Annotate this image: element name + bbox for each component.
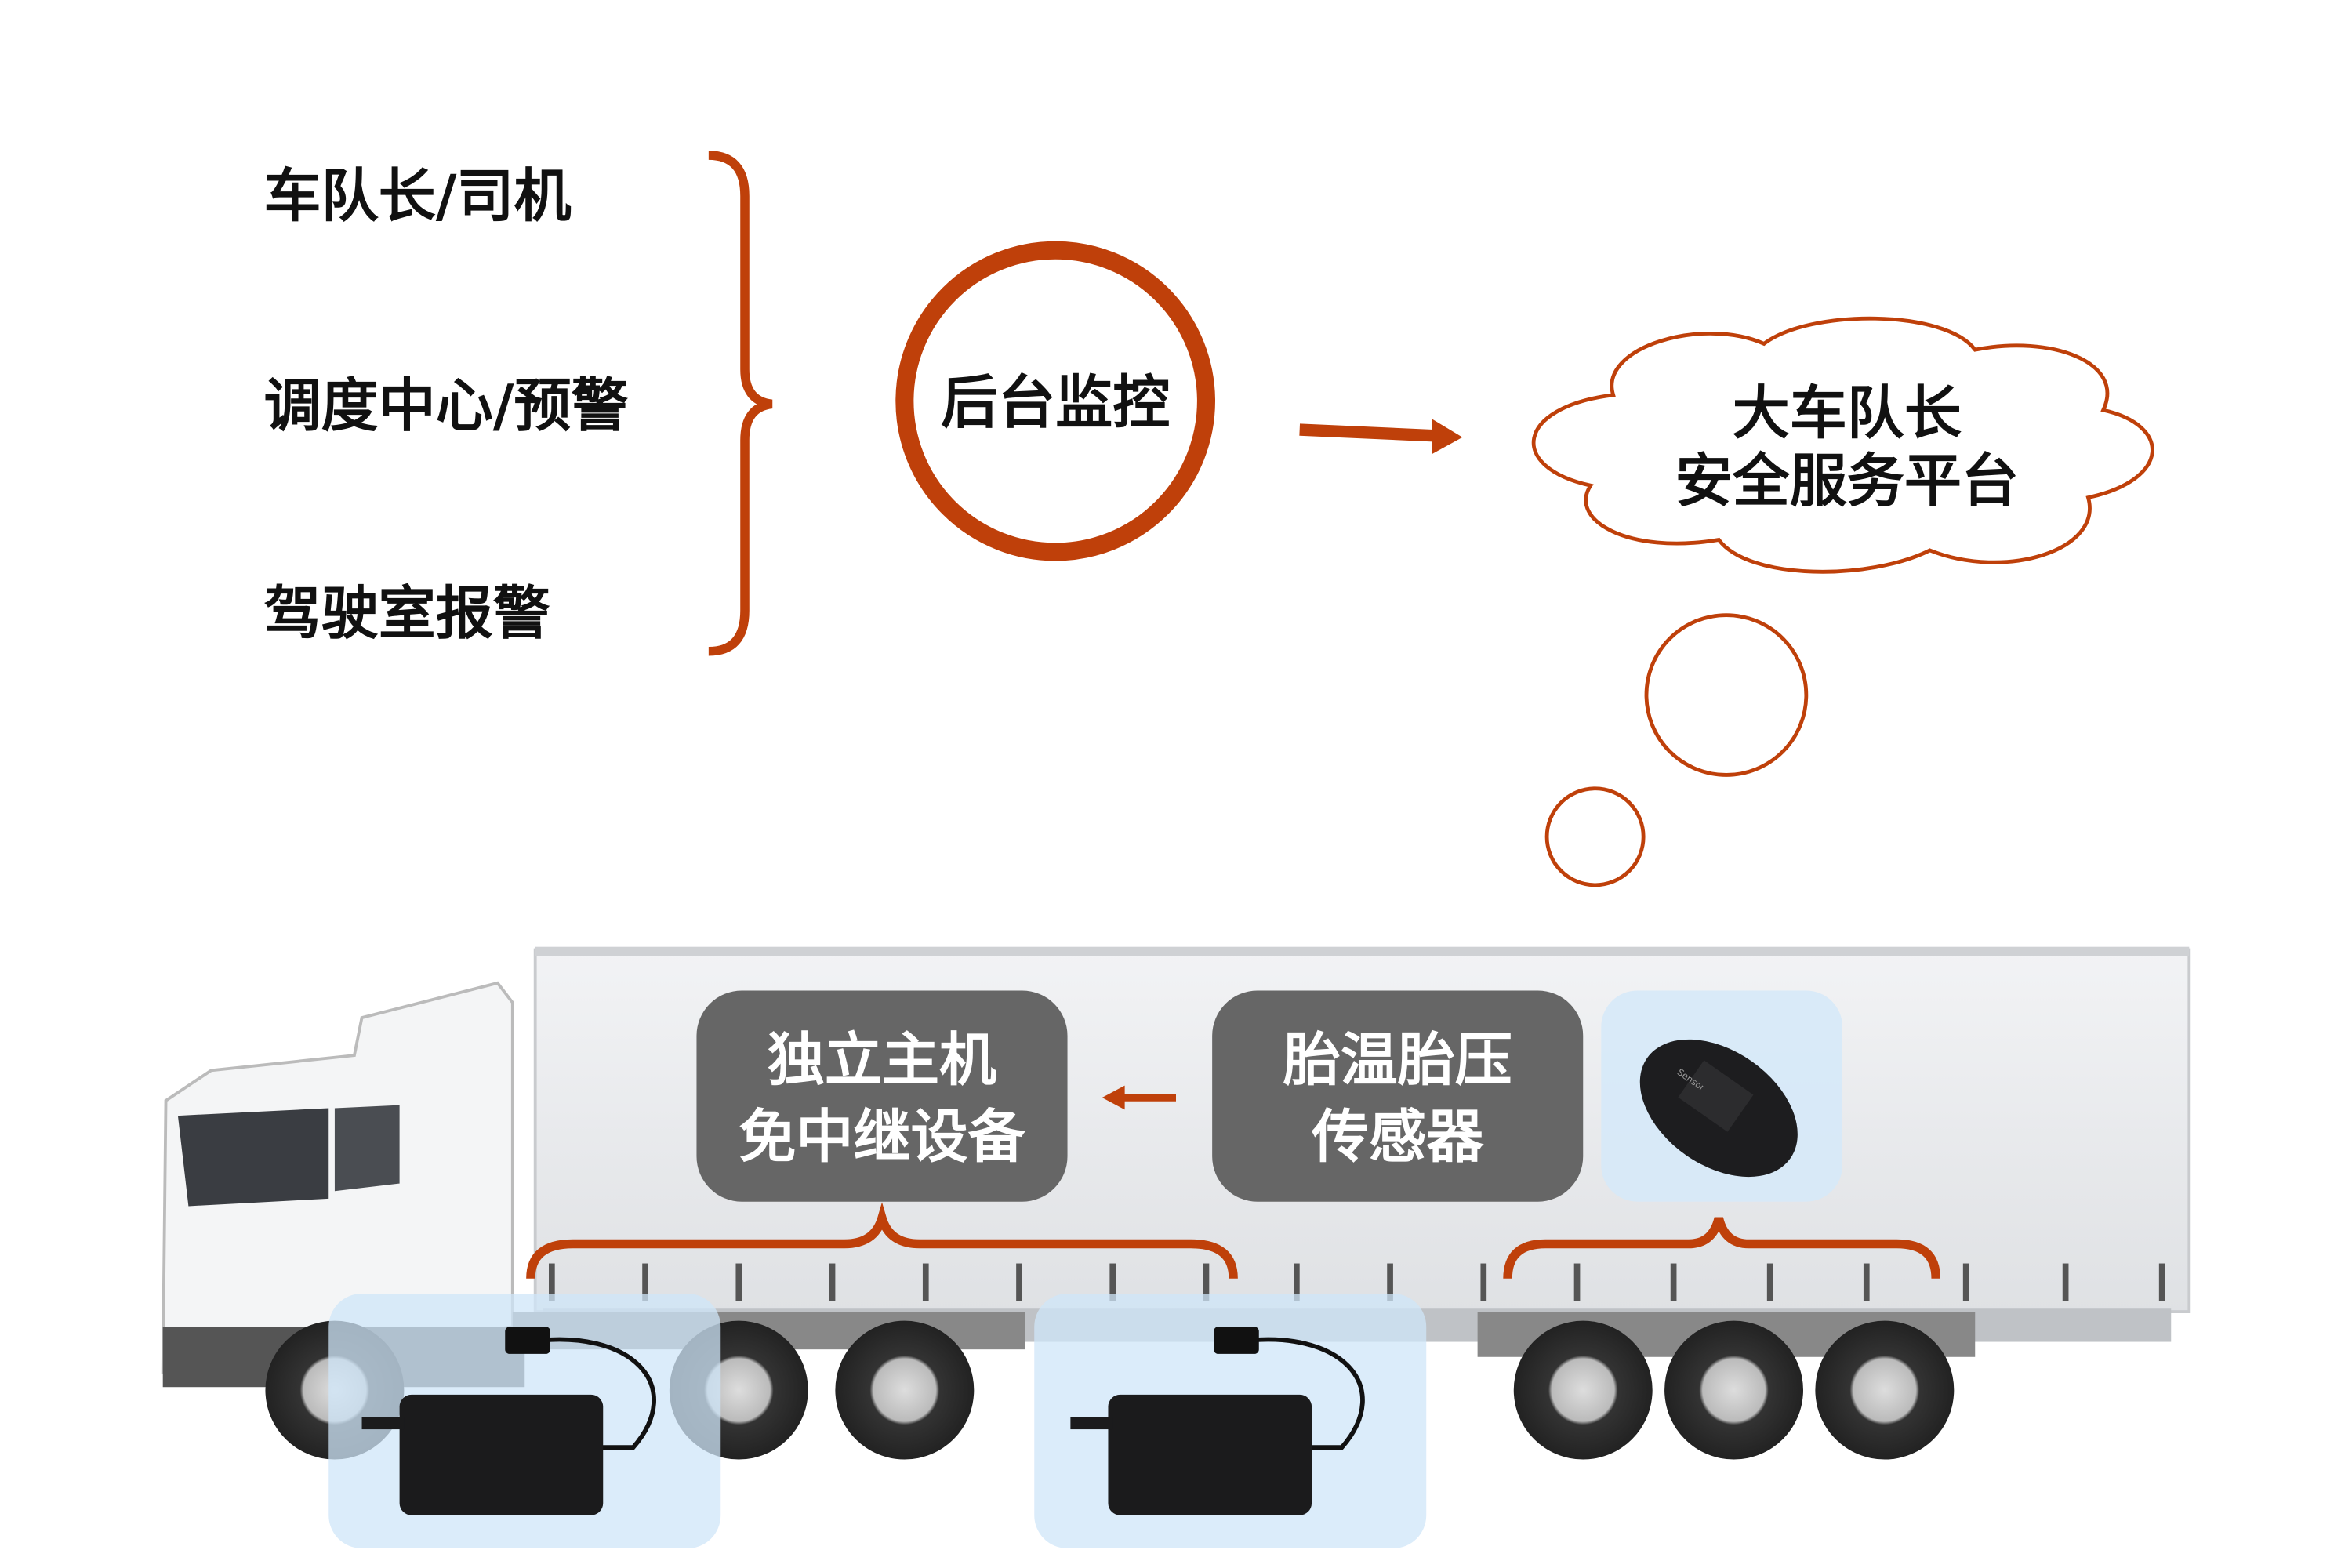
thought-bubble-large — [1644, 613, 1809, 777]
platform-name-line2: 安全服务平台 — [1675, 448, 2019, 514]
role-cab-alarm: 驾驶室报警 — [264, 581, 550, 648]
sensor-box — [1212, 990, 1584, 1202]
arrow-right-icon — [1299, 419, 1463, 454]
tpms-sensor-device: Sensor — [1639, 1039, 1798, 1178]
host-device-2 — [1070, 1327, 1365, 1515]
backend-monitor-label: 后台监控 — [941, 369, 1170, 436]
sensor-box-line1: 胎温胎压 — [1283, 1027, 1512, 1094]
host-box-line2: 免中继设备 — [739, 1104, 1025, 1171]
host-box — [696, 990, 1068, 1202]
arrow-left-icon — [1102, 1085, 1176, 1110]
host-box-line1: 独立主机 — [768, 1027, 996, 1094]
host-device-1 — [361, 1327, 656, 1515]
thought-bubble-small — [1544, 786, 1646, 887]
right-brace — [708, 151, 773, 656]
platform-name-line1: 大车队长 — [1733, 380, 1962, 447]
sensor-box-line2: 传感器 — [1311, 1104, 1484, 1171]
monitor-circle — [895, 241, 1215, 561]
role-fleet-captain-driver: 车队长/司机 — [264, 163, 572, 230]
cloud-shape — [1531, 316, 2154, 574]
host-brace — [526, 1202, 1238, 1279]
role-dispatch-center-warning: 调度中心/预警 — [264, 372, 629, 439]
sensor-brace — [1503, 1217, 1940, 1279]
